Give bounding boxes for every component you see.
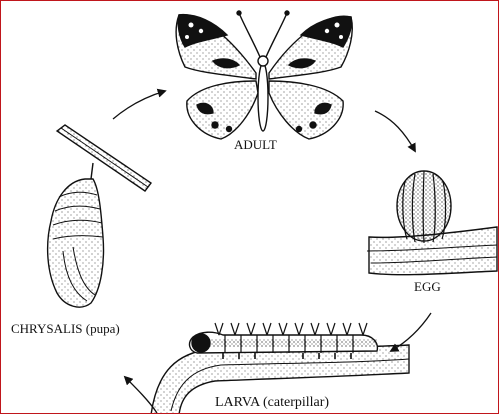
butterfly-illustration — [176, 11, 352, 139]
arrow-adult-to-egg — [375, 111, 415, 151]
arrow-chrysalis-to-adult — [113, 91, 165, 119]
egg-illustration — [367, 171, 497, 275]
label-adult: ADULT — [234, 137, 277, 153]
label-chrysalis: CHRYSALIS (pupa) — [11, 321, 120, 337]
label-egg: EGG — [414, 279, 441, 295]
chrysalis-illustration — [48, 125, 151, 307]
label-larva: LARVA (caterpillar) — [215, 395, 329, 411]
